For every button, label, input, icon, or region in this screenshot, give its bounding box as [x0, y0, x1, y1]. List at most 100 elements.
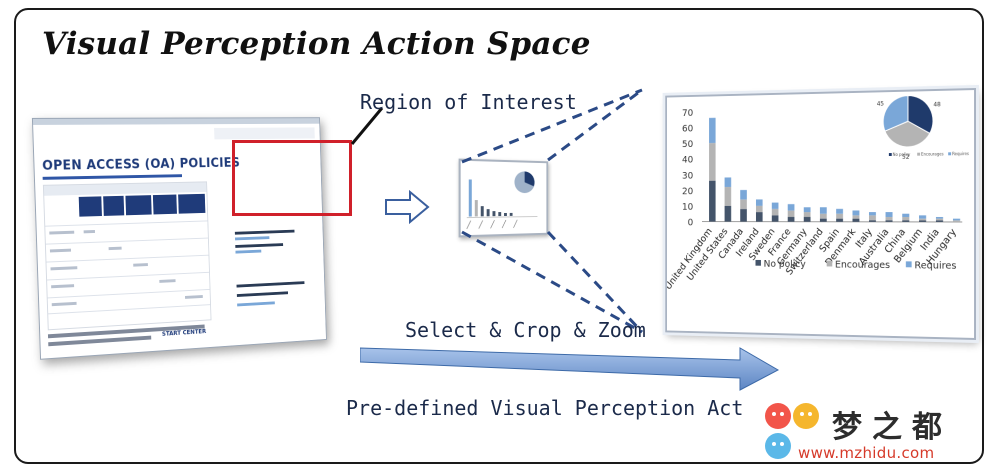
bar-requires: [902, 213, 910, 217]
mini-bar: [235, 236, 270, 241]
mini-bar: [234, 229, 295, 235]
bar-encourages: [868, 215, 876, 221]
bar-requires: [819, 207, 827, 214]
cropped-thumbnail: [458, 158, 549, 238]
thumbnail-chart: [461, 171, 543, 231]
table-row: [46, 254, 209, 263]
pie-legend-swatch: [888, 153, 892, 157]
table-cell-text: [133, 263, 148, 267]
bar-encourages: [755, 205, 763, 213]
y-tick-label: 10: [682, 202, 693, 213]
bar-requires: [885, 212, 893, 217]
bar-requires: [952, 218, 961, 221]
bar-requires: [803, 207, 811, 213]
bar-requires: [852, 210, 860, 216]
bar-requires: [868, 212, 876, 216]
legend-label: Requires: [915, 260, 957, 272]
action-space-arrow-icon: [360, 347, 780, 391]
bar-encourages: [740, 199, 747, 209]
slide-policy-table: [42, 181, 212, 331]
site-watermark: 梦之都 www.mzhidu.com: [760, 400, 996, 470]
bar-no-policy: [919, 220, 927, 222]
slide-top-bar: [32, 118, 320, 125]
bar-requires: [771, 202, 779, 209]
watermark-text: 梦之都: [832, 410, 952, 445]
y-tick-label: 70: [682, 108, 693, 119]
pie-legend-swatch: [948, 152, 952, 156]
slide-heading: OPEN ACCESS (OA) POLICIES: [42, 156, 241, 174]
mini-bar: [236, 291, 289, 297]
bar-no-policy: [836, 218, 844, 222]
y-tick-label: 20: [682, 186, 693, 197]
table-cell-text: [184, 295, 203, 299]
table-cell-text: [51, 284, 75, 289]
bar-requires: [935, 217, 944, 219]
bar-encourages: [787, 210, 795, 217]
pie-legend-label: No policy: [893, 152, 911, 157]
legend-swatch: [905, 261, 912, 268]
watermark-url: www.mzhidu.com: [798, 444, 935, 462]
table-header-cell: [178, 193, 206, 214]
legend-label: No policy: [764, 259, 806, 270]
bar-encourages: [885, 216, 893, 221]
table-header-cell: [152, 194, 177, 215]
bar-encourages: [836, 213, 844, 219]
pie-legend-swatch: [917, 152, 921, 156]
predefined-action-label: Pre-defined Visual Perception Act: [346, 396, 744, 420]
mini-bar: [235, 243, 284, 248]
bar-no-policy: [885, 220, 893, 222]
pie-value-label: 52: [902, 155, 910, 161]
bar-encourages: [724, 186, 732, 206]
slide-right-heading: [214, 127, 315, 140]
page-title: Visual Perception Action Space: [42, 26, 591, 62]
table-row: [45, 237, 208, 245]
outer-frame: [14, 8, 984, 464]
bar-encourages: [852, 215, 860, 219]
region-of-interest-label: Region of Interest: [360, 90, 577, 114]
bar-requires: [836, 208, 844, 214]
table-header-cell: [125, 195, 152, 216]
crop-arrow-icon: [385, 190, 430, 224]
bar-requires: [787, 204, 795, 211]
bar-requires: [919, 215, 927, 219]
table-cell-text: [49, 248, 72, 253]
mini-bar: [236, 281, 305, 288]
bar-no-policy: [771, 215, 779, 222]
bar-encourages: [952, 220, 961, 222]
legend-swatch: [755, 259, 761, 266]
legend-label: Encourages: [835, 259, 890, 271]
select-crop-zoom-label: Select & Crop & Zoom: [405, 318, 646, 342]
pie-value-label: 48: [933, 102, 941, 108]
bar-no-policy: [935, 220, 944, 222]
bar-encourages: [771, 208, 779, 216]
slide-logo: START CENTER: [161, 328, 207, 338]
legend-swatch: [826, 260, 833, 267]
bar-no-policy: [709, 180, 716, 222]
pie-value-label: 45: [877, 101, 885, 107]
bar-requires: [755, 199, 763, 206]
bar-encourages: [803, 212, 811, 217]
table-header-cell: [78, 196, 102, 217]
pie-slice: [908, 95, 933, 134]
pie-legend-label: Encourages: [921, 151, 944, 156]
bar-no-policy: [740, 208, 747, 222]
slide-heading-underline: [42, 174, 183, 180]
table-cell-text: [50, 266, 78, 271]
region-of-interest-box: [232, 140, 352, 216]
y-tick-label: 50: [682, 139, 693, 150]
bar-no-policy: [852, 218, 860, 222]
roi-pointer-line: [350, 107, 384, 145]
slide-mini-bars: [217, 229, 317, 307]
bar-no-policy: [755, 212, 763, 222]
bar-requires: [709, 117, 716, 144]
bar-no-policy: [787, 216, 795, 222]
y-tick-label: 30: [682, 171, 693, 182]
table-cell-text: [51, 301, 77, 307]
bar-no-policy: [803, 216, 811, 222]
bar-no-policy: [868, 220, 876, 222]
table-row: [47, 271, 210, 281]
mini-bar: [235, 249, 262, 254]
bar-no-policy: [819, 218, 827, 222]
